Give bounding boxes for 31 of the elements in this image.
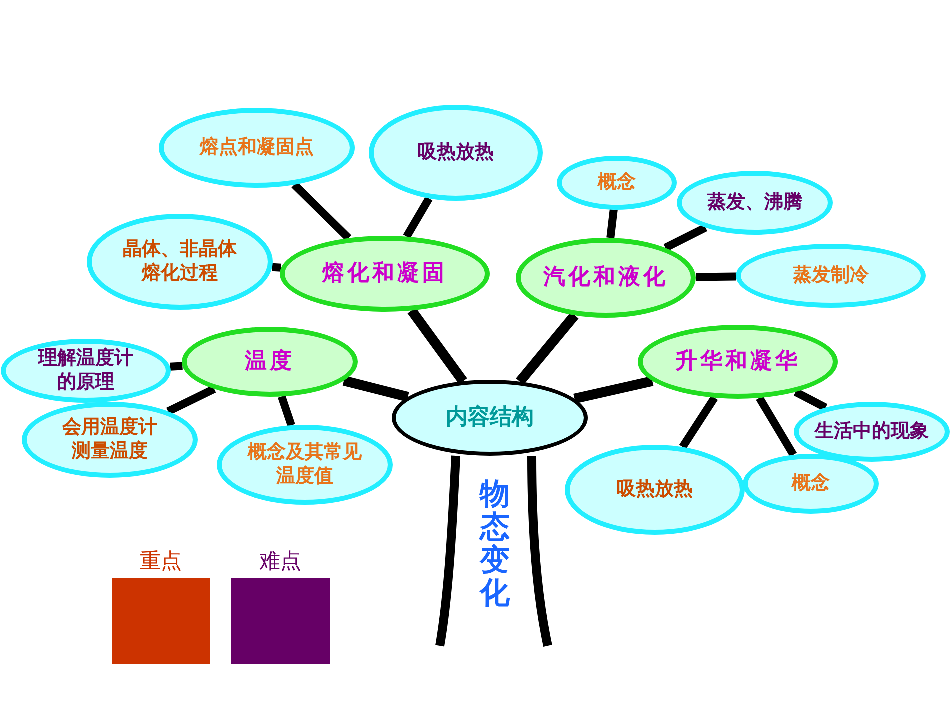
legend-label: 难点 <box>260 549 302 573</box>
node-text: 升华和凝华 <box>676 348 800 376</box>
node-text: 生活中的现象 <box>815 420 929 444</box>
node-text: 内容结构 <box>446 404 534 432</box>
vertical-title: 物态变化 <box>478 478 511 610</box>
node-text: 熔点和凝固点 <box>200 136 314 160</box>
branch-line <box>794 388 828 412</box>
node-text: 吸热放热 <box>418 141 494 165</box>
branch-line <box>606 210 618 239</box>
branch-line <box>696 272 736 282</box>
branch-line <box>278 395 296 427</box>
node-text: 蒸发制冷 <box>793 264 869 288</box>
branch-line <box>664 224 708 252</box>
branch-line <box>342 376 410 402</box>
node-text: 汽化和液化 <box>544 264 668 292</box>
node-text: 概念 <box>792 472 830 496</box>
node-text: 熔化和凝固 <box>322 260 448 288</box>
ellipse-node <box>794 402 950 462</box>
branch-line <box>170 362 183 371</box>
node-text: 概念 <box>598 171 636 195</box>
legend-label: 重点 <box>140 549 182 573</box>
node-text: 蒸发、沸腾 <box>708 191 802 215</box>
node-text: 温度 <box>245 348 295 376</box>
node-text: 理解温度计的原理 <box>37 347 134 395</box>
node-text: 吸热放热 <box>617 478 693 502</box>
node-text: 晶体、非晶体熔化过程 <box>122 238 238 286</box>
branch-line <box>574 376 654 404</box>
node-text: 会用温度计测量温度 <box>61 416 158 464</box>
branch-line <box>272 263 282 272</box>
branch-line <box>166 386 216 416</box>
node-text: 概念及其常见温度值 <box>246 441 363 489</box>
